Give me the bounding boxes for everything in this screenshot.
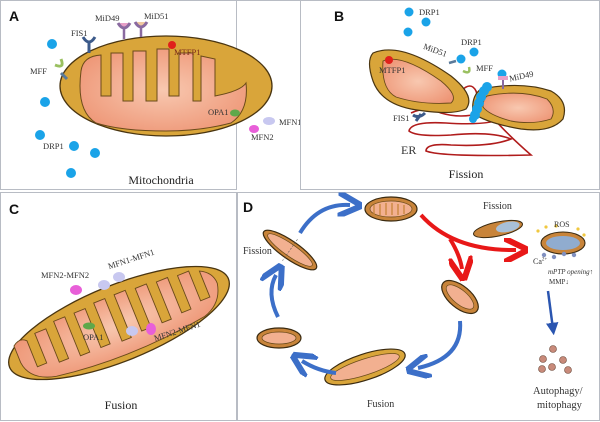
- drp1-dot: [35, 130, 45, 140]
- drp1-dot: [66, 168, 76, 178]
- fission-diagram: [368, 7, 566, 157]
- calcium-ions: [541, 251, 577, 260]
- panel-d: D: [237, 192, 600, 421]
- mitochondrion-diagram-a: [35, 21, 275, 178]
- cristae-matrix: [79, 48, 247, 132]
- drp1-dot: [469, 47, 479, 57]
- label-calcium: Ca2+: [533, 257, 547, 266]
- cycle-arrow-bottom-right: [418, 320, 463, 368]
- label-drp1-mid: DRP1: [461, 37, 482, 47]
- mfn2-mfn1-marker: [126, 326, 138, 336]
- mitochondrion-left: [256, 327, 302, 349]
- label-calcium-charge: 2+: [541, 257, 548, 263]
- mitophagy-fragments: [538, 345, 572, 374]
- mtfp1-marker: [168, 41, 176, 49]
- label-mtfp1: MTFP1: [174, 47, 201, 57]
- panel-a-extension: [0, 0, 300, 190]
- panel-letter-d: D: [243, 199, 254, 215]
- mtfp1-marker: [385, 56, 393, 64]
- mff-receptor: [462, 66, 471, 74]
- autophagy-arrow: [545, 290, 559, 336]
- label-ros: ROS: [554, 220, 570, 229]
- mitochondrion-dividing: [262, 229, 318, 271]
- mfn2-marker: [249, 125, 259, 133]
- mitochondrion-fused: [324, 348, 406, 386]
- drp1-dot: [69, 141, 79, 151]
- panel-letter-a: A: [9, 8, 20, 24]
- label-drp1-top: DRP1: [419, 7, 440, 17]
- caption-b: Fission: [448, 167, 484, 181]
- drp1-ring: [469, 82, 492, 123]
- mitochondrion-right: [441, 279, 479, 315]
- mitochondrion-damaged: [536, 224, 586, 260]
- drp1-dot: [421, 17, 431, 27]
- label-fission-left: Fission: [243, 246, 272, 257]
- cycle-arrow-bottom-left: [302, 361, 337, 373]
- mfn1-mfn1-marker: [113, 272, 125, 282]
- label-mff: MFF: [476, 63, 494, 73]
- drp1-dot: [90, 148, 100, 158]
- label-fis1: FIS1: [393, 113, 410, 123]
- stress-arrow-to-damaged: [419, 213, 516, 250]
- drp1-dot: [456, 54, 466, 64]
- label-mtfp1: MTFP1: [379, 65, 406, 75]
- drp1-dots: [35, 39, 100, 178]
- mfn2-mfn2-marker: [70, 285, 82, 295]
- label-mptp-opening: mPTP opening↑: [548, 268, 594, 276]
- mitochondrion-stressed-small: [473, 219, 523, 239]
- mfn1-marker: [263, 117, 275, 125]
- label-mfn1: MFN1: [279, 117, 302, 127]
- stress-arrow-down: [448, 237, 462, 269]
- label-mmp: MMP↓: [549, 278, 569, 286]
- label-fusion: Fusion: [367, 399, 395, 410]
- opa1-marker: [230, 109, 240, 117]
- label-mfn2-mfn2: MFN2-MFN2: [41, 270, 90, 280]
- fusion-diagram: [8, 265, 230, 381]
- panel-letter-c: C: [9, 201, 20, 217]
- label-fis1: FIS1: [71, 28, 88, 38]
- label-mid49: MiD49: [95, 13, 120, 23]
- panel-c: C MFN2-MFN2 MFN1-MFN1 MFN2-MFN1 OPA1 Fus…: [0, 192, 237, 421]
- drp1-dot: [47, 39, 57, 49]
- label-opa1: OPA1: [208, 107, 229, 117]
- mfn1-mfn1-marker: [98, 280, 110, 290]
- label-autophagy: Autophagy/: [533, 386, 583, 397]
- mid51-receptor: [448, 59, 457, 65]
- drp1-dot: [403, 27, 413, 37]
- label-fission-right: Fission: [483, 201, 512, 212]
- cycle-arrow-left-up: [271, 275, 278, 318]
- fis1-receptor: [412, 111, 427, 122]
- cycle-arrow-top: [298, 205, 350, 235]
- label-drp1: DRP1: [43, 141, 64, 151]
- drp1-dot: [40, 97, 50, 107]
- label-mff: MFF: [30, 66, 48, 76]
- label-mfn2: MFN2: [251, 132, 274, 142]
- mfn2-mfn1-marker: [146, 323, 156, 335]
- panel-a: A: [0, 0, 302, 190]
- label-opa1: OPA1: [83, 332, 104, 342]
- label-mitophagy: mitophagy: [537, 400, 582, 411]
- caption-a: Mitochondria: [128, 173, 194, 187]
- drp1-dots: [403, 7, 507, 79]
- mid51-receptor: [133, 21, 149, 37]
- label-calcium-base: Ca: [533, 257, 542, 266]
- panel-letter-b: B: [334, 8, 345, 24]
- opa1-marker: [83, 322, 95, 330]
- dynamics-cycle-diagram: [256, 193, 586, 386]
- mff-receptor: [54, 58, 69, 81]
- panel-b: B DRP1: [300, 0, 600, 190]
- mid49-receptor: [116, 22, 132, 39]
- mid49-receptor: [498, 76, 508, 89]
- mitochondrion-top: [364, 196, 418, 222]
- label-er: ER: [401, 143, 417, 157]
- fis1-receptor: [81, 36, 97, 53]
- caption-c: Fusion: [104, 398, 138, 412]
- label-mid51: MiD51: [144, 11, 169, 21]
- drp1-dot: [404, 7, 414, 17]
